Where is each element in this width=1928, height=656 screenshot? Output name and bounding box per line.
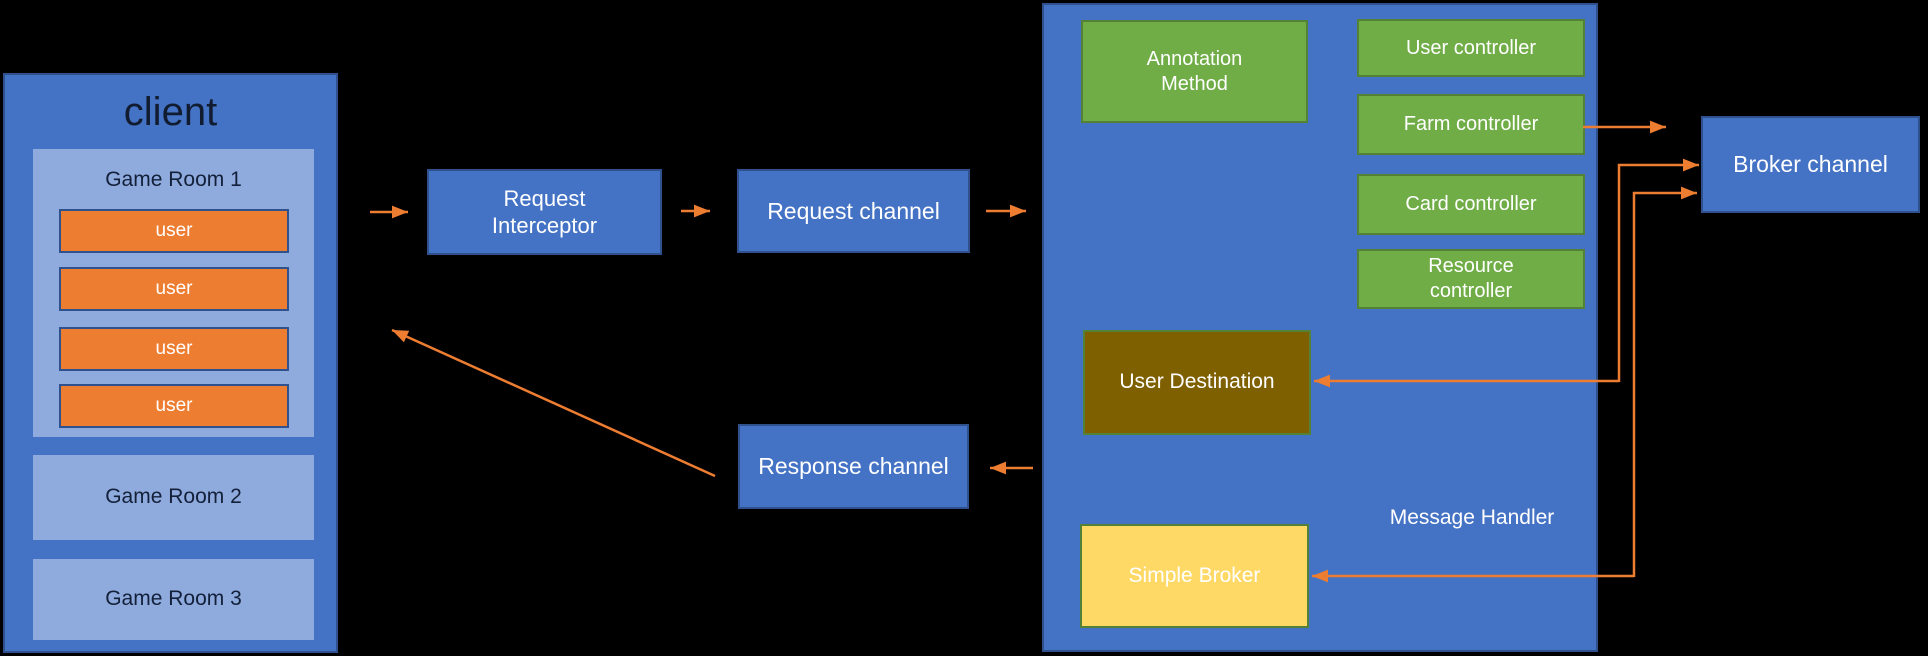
annotation-method-node: Annotation Method (1081, 20, 1308, 123)
card-controller-node: Card controller (1357, 174, 1585, 235)
message-handler-box: Annotation Method User controller Farm c… (1042, 3, 1598, 652)
client-box: client Game Room 1 user user user user G… (3, 73, 338, 653)
response-channel-node: Response channel (738, 424, 969, 509)
user-box: user (59, 327, 289, 371)
user-controller-node: User controller (1357, 19, 1585, 77)
game-room-2-box: Game Room 2 (33, 455, 314, 540)
message-handler-label: Message Handler (1389, 506, 1555, 529)
user-box: user (59, 267, 289, 311)
resource-controller-node: Resource controller (1357, 249, 1585, 309)
farm-controller-node: Farm controller (1357, 94, 1585, 155)
client-title: client (123, 90, 218, 134)
broker-channel-node: Broker channel (1701, 116, 1920, 213)
simple-broker-node: Simple Broker (1080, 524, 1309, 628)
request-channel-node: Request channel (737, 169, 970, 253)
game-room-1-box: Game Room 1 user user user user (33, 149, 314, 437)
arrow-response-channel-to-client (391, 328, 716, 478)
user-box: user (59, 209, 289, 253)
game-room-3-box: Game Room 3 (33, 559, 314, 640)
user-destination-node: User Destination (1083, 330, 1311, 435)
request-interceptor-node: Request Interceptor (427, 169, 662, 255)
game-room-1-label: Game Room 1 (105, 168, 242, 191)
user-box: user (59, 384, 289, 428)
